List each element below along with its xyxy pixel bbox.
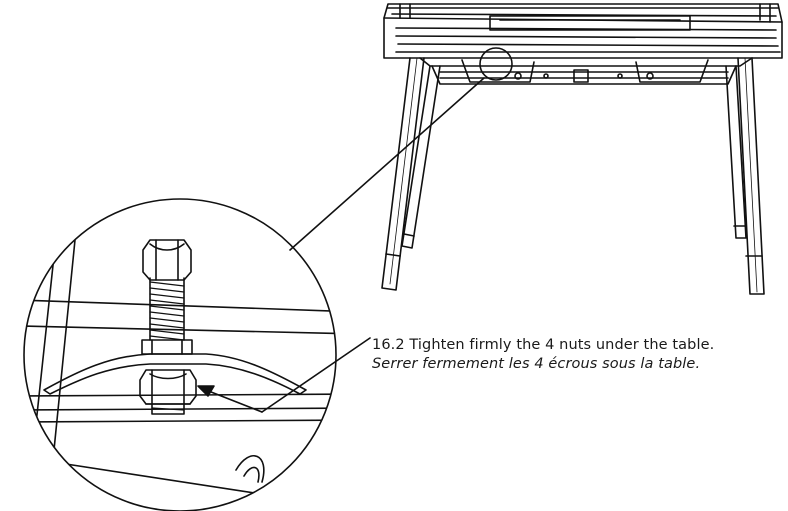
table-leg-right-front <box>737 57 765 295</box>
lower-hex-nut <box>139 369 197 405</box>
detail-callout-circle <box>479 47 513 81</box>
instruction-caption: 16.2 Tighten firmly the 4 nuts under the… <box>372 336 782 374</box>
tighten-arrow-head <box>197 385 215 397</box>
apron-rail <box>419 57 753 67</box>
rod-end <box>151 403 185 415</box>
magnify-leader-line <box>289 77 485 251</box>
magnified-circle-outline <box>23 198 337 511</box>
instruction-french: Serrer fermement les 4 écrous sous la ta… <box>372 356 701 372</box>
threaded-rod <box>149 277 185 341</box>
table-leg-left-back <box>401 65 441 249</box>
table-illustration <box>381 3 783 295</box>
caption-leader-line <box>261 337 371 413</box>
tighten-arrow-line <box>205 389 263 413</box>
top-hex-nut <box>142 239 192 281</box>
instruction-english: 16.2 Tighten firmly the 4 nuts under the… <box>372 337 715 353</box>
magnified-detail <box>24 199 336 501</box>
washer-nut <box>141 339 193 355</box>
table-leg-right-back <box>725 65 747 239</box>
curved-bracket <box>43 353 307 395</box>
table-leg-left-front <box>381 57 425 291</box>
table-top <box>383 3 783 59</box>
